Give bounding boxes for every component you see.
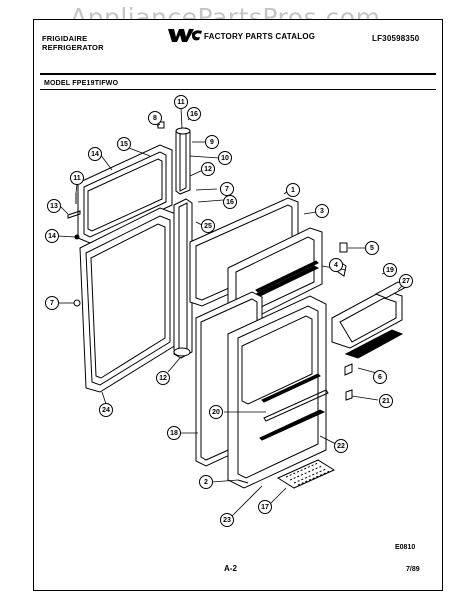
upper-trim-strip-shape (175, 127, 191, 195)
svg-text:3: 3 (320, 208, 324, 215)
freezer-door-shape (77, 144, 173, 244)
part-6-shape (344, 363, 353, 376)
diagram-code: E0810 (395, 544, 416, 551)
svg-text:13: 13 (50, 203, 58, 210)
svg-text:18: 18 (170, 430, 178, 437)
lower-trim-strip-shape (173, 198, 193, 359)
svg-text:27: 27 (402, 278, 410, 285)
part-13-shape (67, 210, 81, 219)
callout-6: 6 (373, 370, 387, 384)
svg-text:24: 24 (102, 407, 110, 414)
svg-text:7: 7 (50, 300, 54, 307)
callout-1: 1 (286, 183, 300, 197)
callout-16: 16 (223, 195, 237, 209)
callout-14: 14 (45, 229, 59, 243)
svg-text:10: 10 (221, 155, 229, 162)
page-number: A-2 (224, 564, 237, 573)
model-label: MODEL FPE19TIFWO (44, 80, 119, 87)
callout-25: 25 (201, 219, 215, 233)
svg-text:16: 16 (226, 199, 234, 206)
svg-text:5: 5 (370, 245, 374, 252)
catalog-title: FACTORY PARTS CATALOG (204, 32, 316, 41)
part-7-lower-shape (73, 299, 81, 307)
callout-7: 7 (45, 296, 59, 310)
svg-text:14: 14 (91, 151, 99, 158)
callout-18: 18 (167, 426, 181, 440)
door-shelf-shape (331, 281, 410, 359)
svg-text:9: 9 (210, 139, 214, 146)
header-rule (40, 73, 436, 75)
callout-11: 11 (70, 171, 84, 185)
fresh-food-door-shape (79, 207, 177, 393)
callout-15: 15 (117, 137, 131, 151)
svg-text:11: 11 (177, 99, 185, 106)
brand-label: FRIGIDAIRE (42, 34, 88, 43)
callout-12: 12 (156, 371, 170, 385)
wci-logo-icon (168, 29, 202, 42)
callout-14: 14 (88, 147, 102, 161)
svg-text:14: 14 (48, 233, 56, 240)
callout-17: 17 (258, 500, 272, 514)
callout-10: 10 (218, 151, 232, 165)
svg-text:23: 23 (223, 517, 231, 524)
svg-text:25: 25 (204, 223, 212, 230)
svg-text:1: 1 (291, 187, 295, 194)
svg-text:8: 8 (153, 115, 157, 122)
callout-3: 3 (315, 204, 329, 218)
model-rule (40, 89, 436, 90)
callout-16: 16 (187, 107, 201, 121)
svg-text:4: 4 (334, 262, 338, 269)
svg-text:17: 17 (261, 504, 269, 511)
callout-2: 2 (199, 475, 213, 489)
catalog-date: 7/89 (406, 566, 420, 573)
callout-24: 24 (99, 403, 113, 417)
svg-text:12: 12 (159, 375, 167, 382)
product-label: REFRIGERATOR (42, 43, 104, 52)
callout-13: 13 (47, 199, 61, 213)
svg-text:20: 20 (212, 409, 220, 416)
svg-text:2: 2 (204, 479, 208, 486)
part-2-shape (237, 479, 249, 484)
callout-12: 12 (201, 162, 215, 176)
callout-22: 22 (334, 439, 348, 453)
callout-11: 11 (174, 95, 188, 109)
callout-23: 23 (220, 513, 234, 527)
svg-text:19: 19 (386, 267, 394, 274)
svg-text:7: 7 (225, 186, 229, 193)
svg-text:15: 15 (120, 141, 128, 148)
callout-4: 4 (329, 258, 343, 272)
svg-text:21: 21 (382, 398, 390, 405)
part-5-shape (339, 242, 348, 253)
callout-20: 20 (209, 405, 223, 419)
callout-9: 9 (205, 135, 219, 149)
catalog-code: LF30598350 (372, 34, 420, 43)
svg-text:11: 11 (73, 175, 81, 182)
svg-text:12: 12 (204, 166, 212, 173)
vent-grille-shape (276, 459, 336, 489)
svg-text:16: 16 (190, 111, 198, 118)
callout-8: 8 (148, 111, 162, 125)
callout-7: 7 (220, 182, 234, 196)
svg-text:22: 22 (337, 443, 345, 450)
svg-text:6: 6 (378, 374, 382, 381)
part-21-shape (345, 389, 353, 401)
callout-5: 5 (365, 241, 379, 255)
callout-21: 21 (379, 394, 393, 408)
callout-19: 19 (383, 263, 397, 277)
callout-27: 27 (399, 274, 413, 288)
fresh-food-liner-shape (227, 295, 329, 489)
